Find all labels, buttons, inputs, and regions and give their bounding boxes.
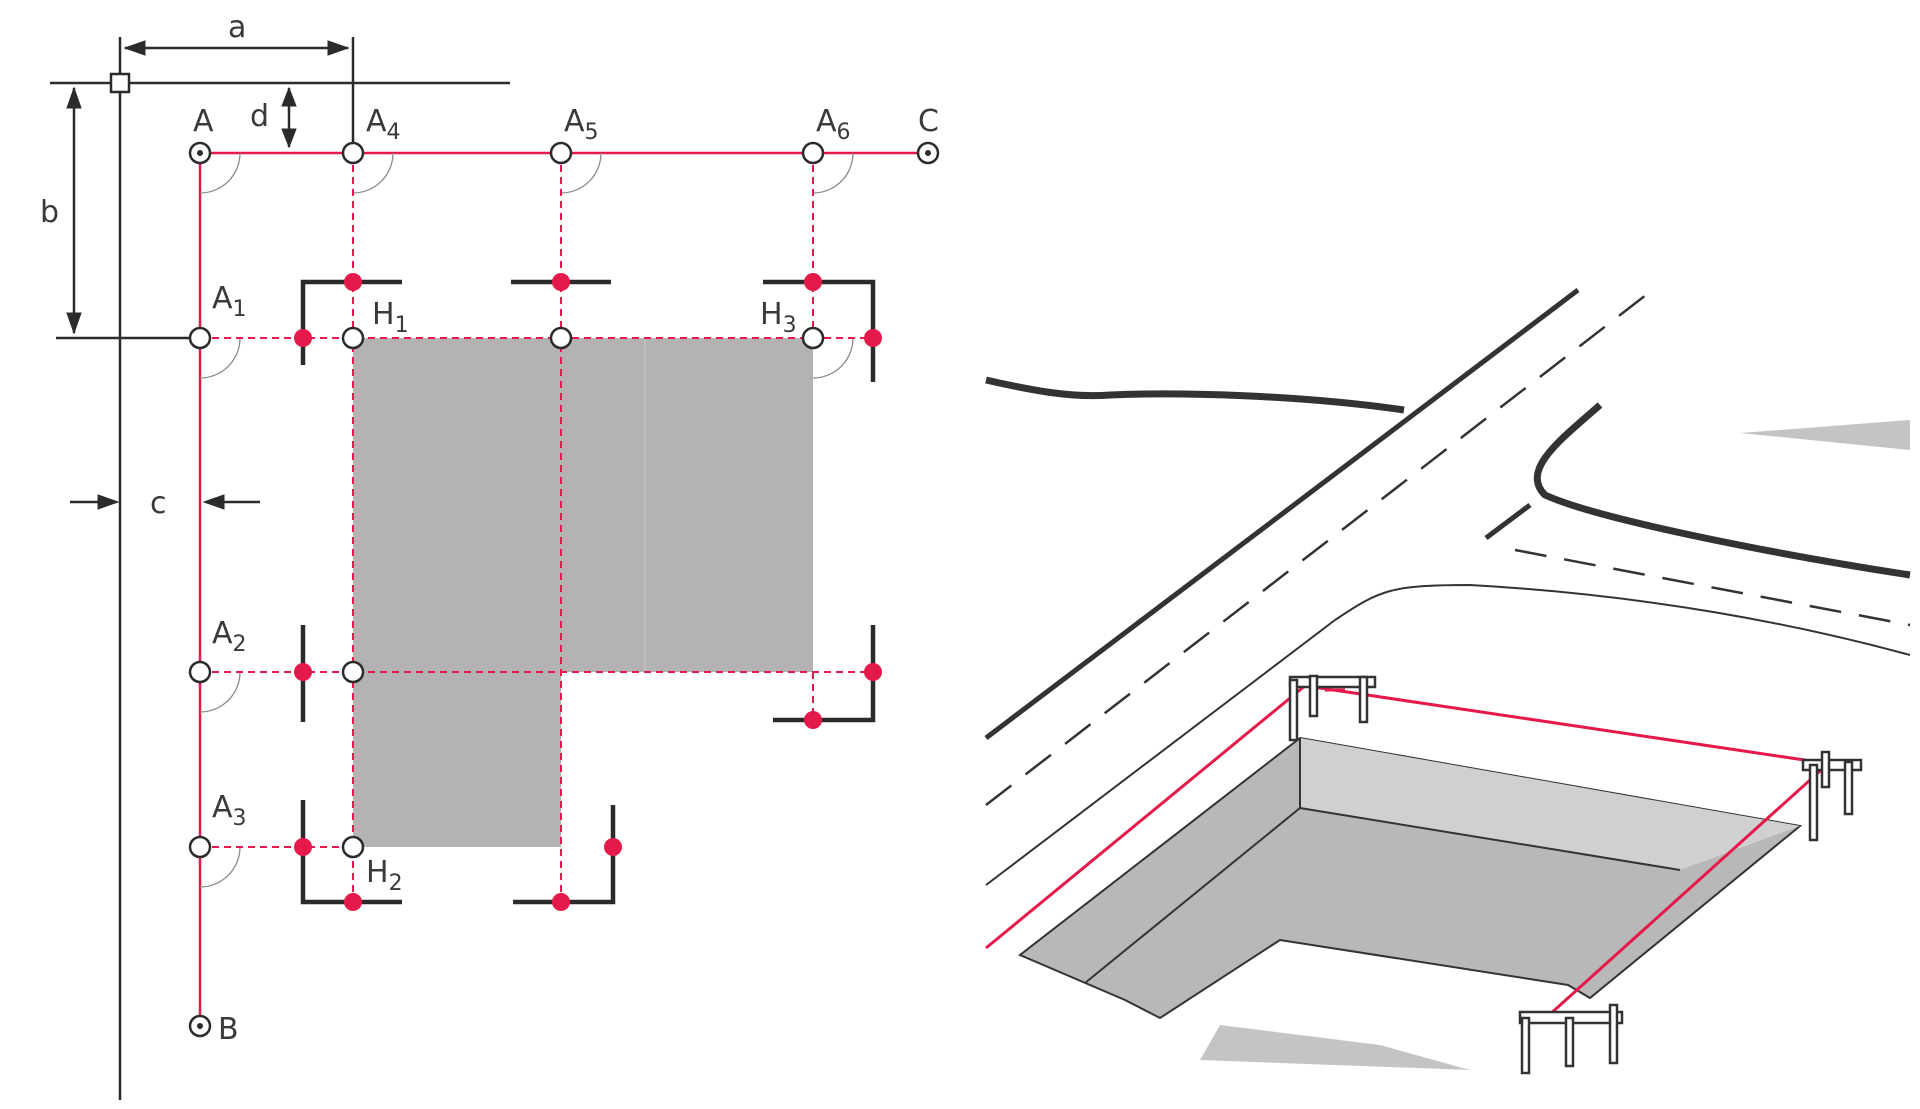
dim-label-b: b (40, 195, 59, 230)
survey-point-A-icon (188, 141, 212, 165)
survey-point-A4-icon (341, 141, 365, 165)
arrowhead-icon (202, 494, 225, 510)
road-centerline (985, 287, 1656, 806)
arrowhead-icon (281, 86, 297, 107)
perspective-view (984, 287, 1911, 1075)
point-label-A5: A5 (564, 104, 599, 145)
survey-point-A1-icon (188, 326, 212, 350)
plan-view: a b c d A C B A4 A5 A6 A1 A2 A3 H1 H3 H2 (40, 10, 940, 1100)
survey-point-A2-icon (188, 660, 212, 684)
shadow-shape (1200, 1025, 1470, 1070)
plan-labels: a b c d A C B A4 A5 A6 A1 A2 A3 H1 H3 H2 (40, 10, 939, 1047)
building-footprint (353, 338, 813, 847)
point-label-B: B (218, 1012, 239, 1047)
point-label-C: C (918, 104, 939, 139)
excavation-pit-icon (1018, 736, 1803, 1020)
survey-point-A6-icon (801, 141, 825, 165)
side-road-centerline (1514, 548, 1911, 627)
arrowhead-icon (123, 40, 146, 56)
point-label-A: A (193, 104, 214, 139)
survey-point-A3-icon (188, 835, 212, 859)
survey-point-C-icon (916, 141, 940, 165)
survey-point-A5-icon (549, 141, 573, 165)
batter-board-icon (1518, 1003, 1624, 1075)
batter-board-icon (1801, 750, 1863, 842)
arrowhead-icon (97, 494, 120, 510)
batter-board-icon (763, 279, 876, 382)
sidewalk-edge (1334, 583, 1911, 656)
road-edge-lower (985, 619, 1336, 886)
nail-points (294, 273, 882, 911)
curb-line-right (1533, 402, 1911, 579)
point-label-H1: H1 (372, 297, 409, 338)
dim-label-c: c (150, 486, 167, 521)
survey-point-B-icon (188, 1014, 212, 1038)
side-road-edge (1484, 503, 1532, 540)
arrowhead-icon (327, 40, 350, 56)
point-label-A3: A3 (212, 790, 247, 831)
arrowhead-icon (66, 86, 82, 109)
survey-point-H3-icon (801, 326, 825, 350)
point-label-A2: A2 (212, 616, 247, 657)
survey-point-H1-icon (341, 326, 365, 350)
survey-point-H1b-icon (549, 326, 573, 350)
dim-label-a: a (228, 10, 246, 45)
batter-board-icon (1288, 674, 1377, 742)
dim-label-d: d (250, 99, 269, 134)
survey-point-H2-icon (341, 835, 365, 859)
curb-line-top-left (985, 376, 1405, 414)
right-angle-marks (199, 152, 854, 888)
point-label-A6: A6 (816, 104, 851, 145)
reference-lines (50, 37, 510, 1100)
batter-board-icon (300, 800, 402, 905)
batter-board-icon (513, 805, 616, 905)
arrowhead-icon (281, 128, 297, 149)
road-edge-upper (984, 288, 1580, 740)
point-label-H3: H3 (760, 297, 797, 338)
arrowhead-icon (66, 312, 82, 335)
dimension-arrows (66, 40, 350, 510)
survey-point-A2-building-icon (341, 660, 365, 684)
shadow-shape (1740, 420, 1910, 450)
string-lines (985, 678, 1839, 1018)
reference-marker-icon (109, 72, 131, 94)
point-label-A4: A4 (366, 104, 401, 145)
point-label-A1: A1 (212, 281, 247, 322)
perspective-batter-boards (1288, 674, 1863, 1075)
point-label-H2: H2 (366, 855, 403, 896)
survey-points (188, 141, 940, 1038)
